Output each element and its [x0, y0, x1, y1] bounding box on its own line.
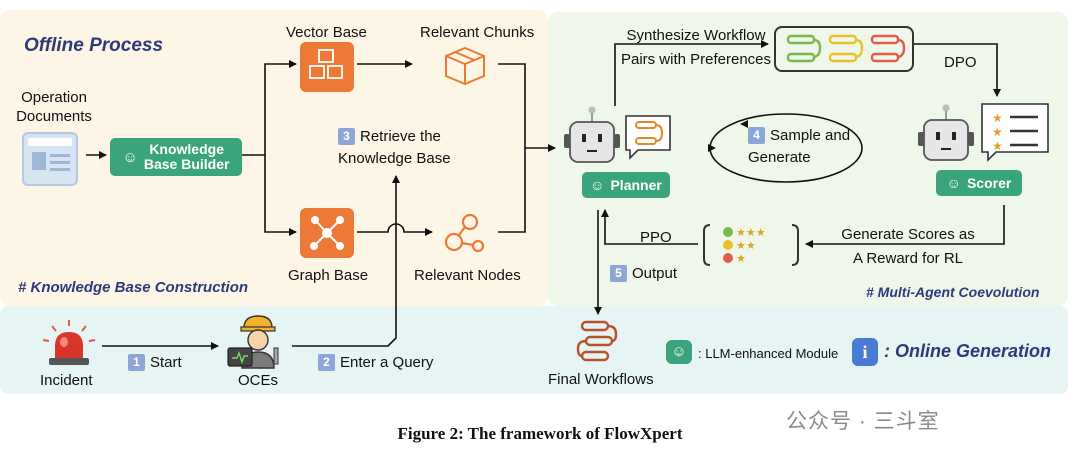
svg-text:★: ★ — [992, 125, 1003, 139]
box-icon — [440, 44, 490, 88]
ppo-label: PPO — [640, 229, 672, 246]
generate-scores-line1: Generate Scores as — [841, 226, 975, 243]
edge-dpo-to-scorer — [914, 43, 1001, 97]
edge-chunks-merge — [498, 63, 526, 148]
siren-icon — [38, 318, 100, 368]
edge-query-to-retrieve — [292, 175, 400, 347]
step-badge: 4 — [748, 127, 765, 144]
info-icon: i — [852, 338, 878, 366]
synthesize-label-line1: Synthesize Workflow — [626, 27, 766, 44]
workflow-pairs-box — [774, 26, 914, 72]
planner-robot-icon — [558, 104, 678, 168]
svg-text:★: ★ — [736, 252, 746, 265]
watermark: 公众号 · 三斗室 — [786, 410, 940, 433]
generate-scores-line2: A Reward for RL — [852, 250, 964, 267]
synthesize-label-line2: Pairs with Preferences — [620, 51, 772, 68]
figure-caption: Figure 2: The framework of FlowXpert — [397, 424, 683, 443]
svg-text:★: ★ — [992, 111, 1003, 125]
score-ratings-icon: ★★★ ★★ ★ — [700, 222, 802, 268]
offline-process-title: Offline Process — [24, 35, 164, 56]
llm-module-robot-icon: ☺ — [666, 340, 692, 364]
scorer-module: ☺ Scorer — [936, 170, 1022, 196]
workflow-icon — [572, 318, 622, 364]
robot-icon: ☺ — [122, 148, 138, 166]
document-icon — [22, 132, 78, 186]
robot-icon: ☺ — [590, 177, 605, 193]
coevolution-title: # Multi-Agent Coevolution — [866, 284, 1040, 300]
offline-process-panel — [0, 10, 548, 306]
oces-label: OCEs — [238, 372, 279, 389]
svg-text:★: ★ — [992, 139, 1003, 153]
edge-nodes-merge — [498, 148, 526, 233]
robot-icon: ☺ — [946, 175, 961, 191]
online-generation-title: : Online Generation — [884, 341, 1052, 361]
step-badge: 3 — [338, 128, 355, 145]
graph-icon — [300, 208, 354, 258]
step-badge: 1 — [128, 354, 145, 371]
relevant-nodes-label: Relevant Nodes — [414, 267, 521, 284]
vector-base-label: Vector Base — [286, 24, 367, 41]
edge-planner-to-pairs — [614, 40, 769, 106]
nodes-icon — [440, 210, 490, 258]
relevant-chunks-label: Relevant Chunks — [420, 24, 535, 41]
planner-module: ☺ Planner — [582, 172, 670, 198]
step-badge: 5 — [610, 265, 627, 282]
graph-base-label: Graph Base — [288, 267, 369, 284]
operation-documents-label: Operation Documents — [16, 89, 92, 125]
step-badge: 2 — [318, 354, 335, 371]
final-workflows-label: Final Workflows — [548, 371, 654, 388]
kb-construction-title: # Knowledge Base Construction — [18, 279, 249, 296]
scorer-robot-icon: ★ ★ ★ — [916, 100, 1056, 168]
step-3-retrieve-line2: Knowledge Base — [338, 150, 451, 167]
edge-builder-to-vector — [264, 60, 297, 155]
incident-label: Incident — [40, 372, 93, 389]
svg-text:★★★: ★★★ — [736, 226, 766, 239]
cubes-icon — [300, 42, 354, 92]
engineer-icon — [226, 312, 290, 370]
svg-text:★★: ★★ — [736, 239, 756, 252]
edge-scorer-to-scores — [805, 205, 1005, 248]
edge-builder-to-graph — [264, 155, 297, 236]
llm-module-legend: : LLM-enhanced Module — [698, 346, 839, 361]
dpo-label: DPO — [944, 54, 977, 71]
step-4-sample-line2: Generate — [748, 149, 811, 166]
knowledge-base-builder: ☺ Knowledge Base Builder — [110, 138, 242, 176]
online-generation-panel — [0, 306, 1068, 394]
edge-ppo-to-planner — [601, 209, 698, 245]
edge-graph-to-nodes — [357, 223, 433, 236]
